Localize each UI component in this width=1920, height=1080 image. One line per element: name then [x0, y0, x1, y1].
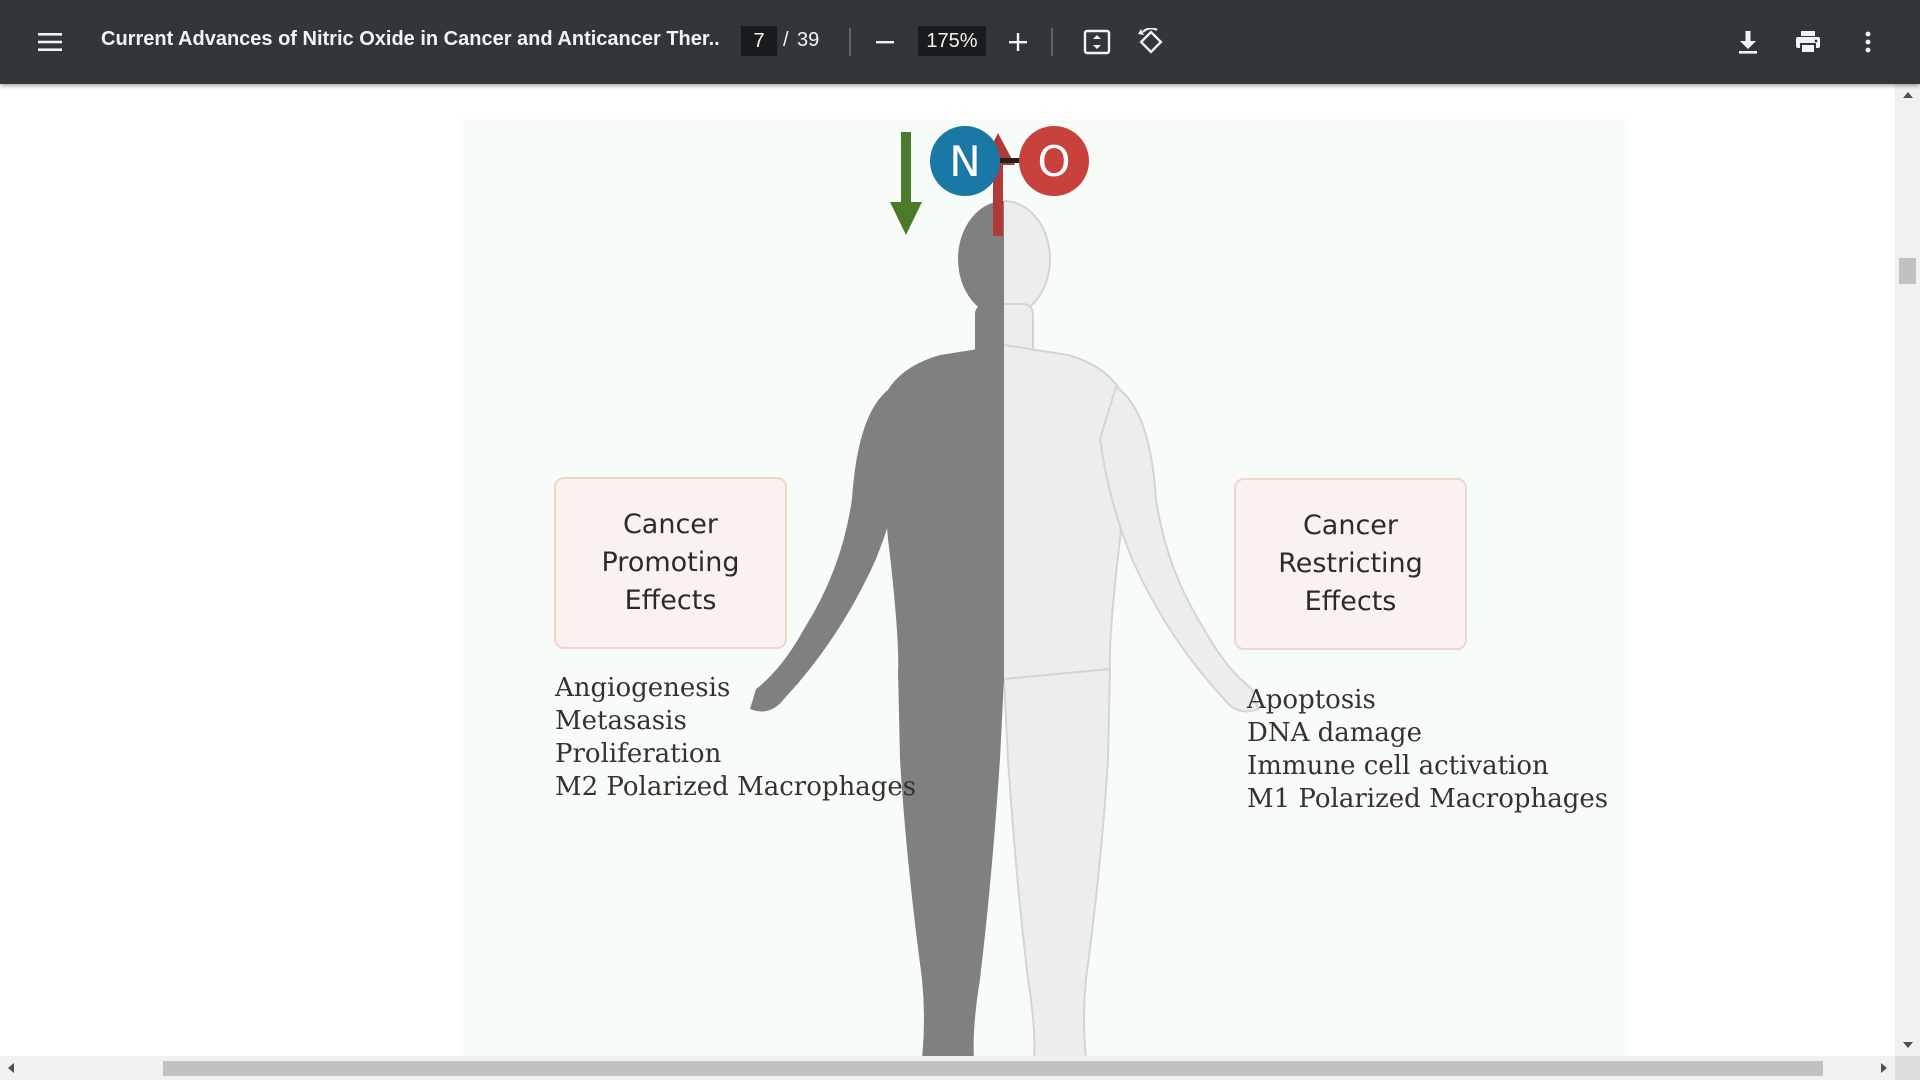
list-item: M1 Polarized Macrophages	[1247, 784, 1609, 814]
cancer-restricting-box: Cancer Restricting Effects	[1234, 478, 1467, 650]
page-separator: /	[783, 29, 789, 51]
print-button[interactable]	[1788, 22, 1828, 62]
print-icon	[1796, 31, 1820, 54]
restrict-box-line: Cancer	[1302, 510, 1399, 541]
oxygen-circle	[1019, 126, 1089, 196]
download-icon	[1739, 31, 1757, 54]
menu-button[interactable]	[30, 22, 70, 62]
more-options-button[interactable]	[1848, 22, 1888, 62]
scroll-down-arrow-icon[interactable]	[1895, 1034, 1920, 1056]
pdf-toolbar: Current Advances of Nitric Oxide in Canc…	[0, 0, 1920, 84]
list-item: DNA damage	[1247, 718, 1422, 748]
scroll-up-arrow-icon[interactable]	[1895, 84, 1920, 106]
promo-box-line: Effects	[624, 585, 717, 616]
download-button[interactable]	[1728, 22, 1768, 62]
cancer-promoting-box: Cancer Promoting Effects	[554, 477, 787, 649]
list-item: M2 Polarized Macrophages	[555, 772, 917, 802]
minus-icon	[876, 41, 894, 44]
fit-page-icon	[1083, 29, 1111, 55]
rotate-icon	[1138, 28, 1163, 54]
promo-box-line: Promoting	[601, 547, 740, 578]
human-body-illustration: N O	[750, 126, 1259, 1056]
vertical-scrollbar[interactable]	[1895, 84, 1920, 1056]
nitrogen-label: N	[949, 137, 980, 186]
restricting-effects-list: Apoptosis DNA damage Immune cell activat…	[1247, 684, 1608, 816]
zoom-out-button[interactable]	[865, 22, 905, 62]
scrollbar-corner	[1895, 1056, 1920, 1080]
oxygen-label: O	[1037, 137, 1070, 186]
restrict-box-line: Restricting	[1278, 548, 1423, 579]
promoting-effects-list: Angiogenesis Metasasis Proliferation M2 …	[555, 672, 916, 804]
toolbar-divider	[1051, 28, 1053, 56]
figure-panel: N O Cancer Promoting Effects Angiogenesi…	[460, 119, 1628, 1056]
nitrogen-circle	[930, 126, 1000, 196]
list-item: Metasasis	[555, 706, 687, 736]
scroll-left-arrow-icon[interactable]	[0, 1056, 22, 1080]
horizontal-scroll-thumb[interactable]	[163, 1061, 1823, 1076]
list-item: Proliferation	[555, 739, 722, 769]
document-title: Current Advances of Nitric Oxide in Canc…	[101, 28, 721, 50]
promo-box-line: Cancer	[622, 509, 719, 540]
restrict-box-line: Effects	[1304, 586, 1397, 617]
pdf-viewer: N O Cancer Promoting Effects Angiogenesi…	[0, 84, 1895, 1056]
menu-icon	[38, 33, 62, 51]
scroll-right-arrow-icon[interactable]	[1873, 1056, 1895, 1080]
more-vert-icon	[1865, 31, 1871, 53]
toolbar-divider	[849, 28, 851, 56]
fit-to-page-button[interactable]	[1077, 22, 1117, 62]
horizontal-scrollbar[interactable]	[0, 1056, 1895, 1080]
decrease-arrow-icon	[890, 132, 922, 235]
page-total: 39	[797, 29, 820, 51]
zoom-in-button[interactable]	[998, 22, 1038, 62]
list-item: Immune cell activation	[1247, 751, 1549, 781]
molecule-bond	[1000, 158, 1021, 163]
zoom-level-input[interactable]	[918, 26, 986, 56]
list-item: Angiogenesis	[555, 673, 731, 703]
list-item: Apoptosis	[1247, 685, 1376, 715]
plus-icon	[1009, 33, 1027, 51]
rotate-button[interactable]	[1131, 22, 1171, 62]
page-number-input[interactable]	[741, 26, 777, 56]
vertical-scroll-thumb[interactable]	[1899, 258, 1916, 284]
